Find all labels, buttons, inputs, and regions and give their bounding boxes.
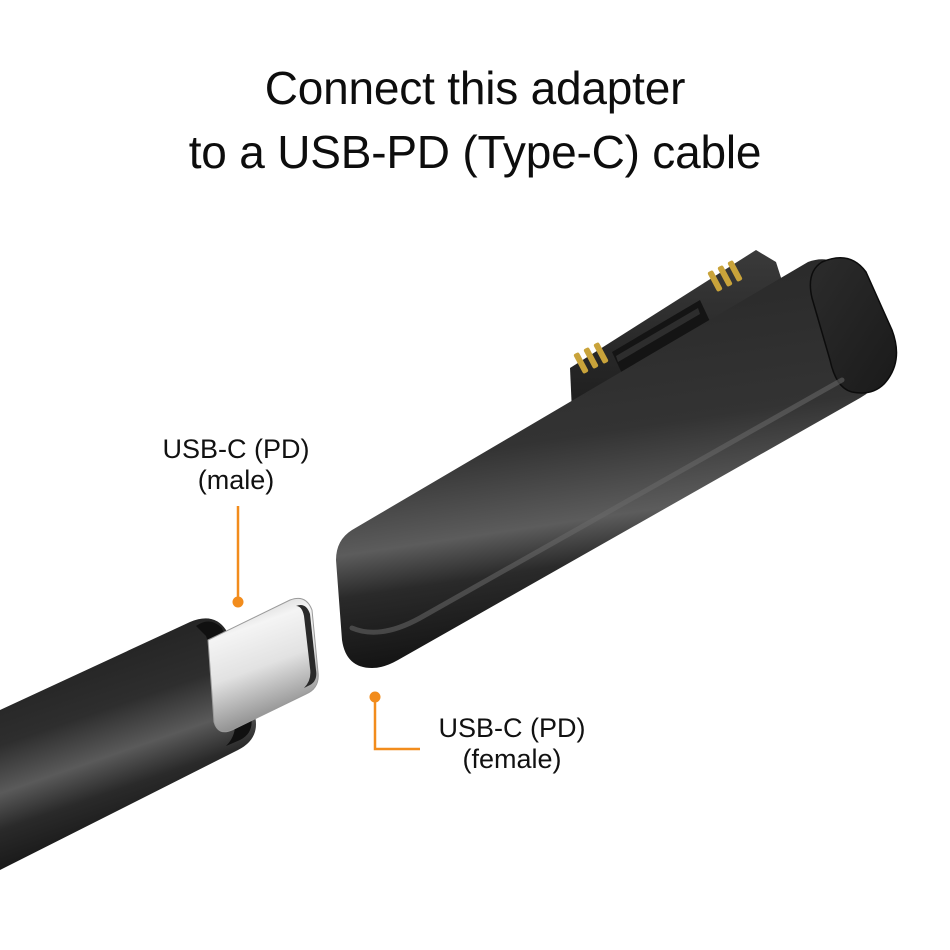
callout-label-male: USB-C (PD) (male) — [136, 434, 336, 496]
headline-line-2: to a USB-PD (Type-C) cable — [188, 126, 762, 178]
callout-female-line-2: (female) — [462, 744, 562, 774]
usb-c-cable — [0, 597, 319, 870]
usb-c-plug — [207, 597, 319, 733]
gold-contacts-right — [707, 260, 743, 292]
callout-line-male — [232, 506, 244, 608]
headline-line-1: Connect this adapter — [264, 62, 686, 114]
callout-line-female — [369, 691, 420, 751]
gold-contacts-left — [573, 342, 609, 374]
callout-label-female: USB-C (PD) (female) — [412, 713, 612, 775]
callout-female-line-1: USB-C (PD) — [438, 713, 586, 743]
callout-male-line-1: USB-C (PD) — [162, 434, 310, 464]
callout-male-line-2: (male) — [197, 465, 275, 495]
headline: Connect this adapter to a USB-PD (Type-C… — [0, 56, 950, 184]
adapter-body — [336, 257, 898, 668]
